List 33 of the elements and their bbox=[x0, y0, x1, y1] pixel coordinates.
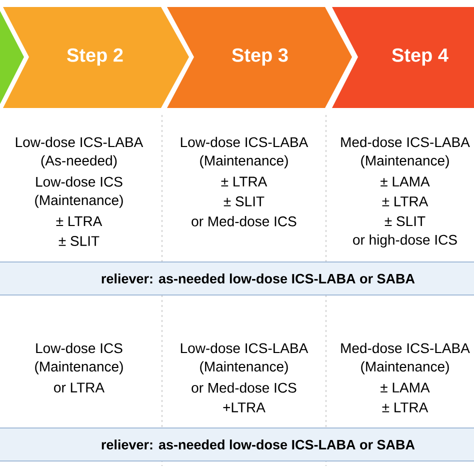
treatment-line: or high-dose ICS bbox=[353, 234, 457, 248]
treatment-line: ± LAMA bbox=[380, 382, 430, 392]
treatment-line: or LTRA bbox=[54, 382, 105, 392]
treatment-line: ± LTRA bbox=[382, 402, 428, 412]
step-header: Step 3 bbox=[167, 7, 352, 108]
treatment-line: or Med-dose ICS bbox=[192, 382, 296, 393]
treatment-line: ± LTRA bbox=[56, 216, 102, 226]
treatment-line: (Maintenance) bbox=[35, 361, 123, 374]
reliever-band: reliever: as-needed low-dose ICS-LABA or SABA bbox=[0, 262, 474, 296]
treatment-line: (As-needed) bbox=[41, 155, 117, 168]
treatment-line: Med-dose ICS-LABA bbox=[341, 136, 470, 148]
treatment-line: or Med-dose ICS bbox=[192, 216, 296, 226]
treatment-line: ± LTRA bbox=[382, 196, 428, 206]
reliever-band: reliever: as-needed low-dose ICS-LABA or SABA bbox=[0, 428, 474, 462]
treatment-line: (Maintenance) bbox=[35, 194, 123, 208]
treatment-line: (Maintenance) bbox=[200, 155, 288, 168]
treatment-line: ± LAMA bbox=[380, 176, 430, 186]
treatment-line: Low-dose ICS bbox=[36, 342, 122, 354]
treatment-line: (Maintenance) bbox=[361, 155, 449, 168]
treatment-line: Med-dose ICS-LABA bbox=[341, 342, 470, 354]
step-header: Step 2 bbox=[3, 7, 189, 108]
treatment-line: Low-dose ICS bbox=[36, 176, 122, 187]
treatment-line: Low-dose ICS-LABA bbox=[180, 136, 308, 148]
treatment-line: (Maintenance) bbox=[200, 361, 288, 374]
treatment-line: ± SLIT bbox=[384, 216, 426, 226]
step-header: Step 4 bbox=[332, 7, 474, 108]
treatment-line: ± SLIT bbox=[58, 236, 100, 246]
treatment-line: ± LTRA bbox=[221, 176, 268, 186]
treatment-line: +LTRA bbox=[223, 402, 266, 412]
treatment-line: Low-dose ICS-LABA bbox=[180, 342, 308, 354]
treatment-line: Low-dose ICS-LABA bbox=[16, 136, 144, 148]
treatment-line: (Maintenance) bbox=[361, 361, 449, 374]
treatment-line: ± SLIT bbox=[224, 196, 264, 206]
